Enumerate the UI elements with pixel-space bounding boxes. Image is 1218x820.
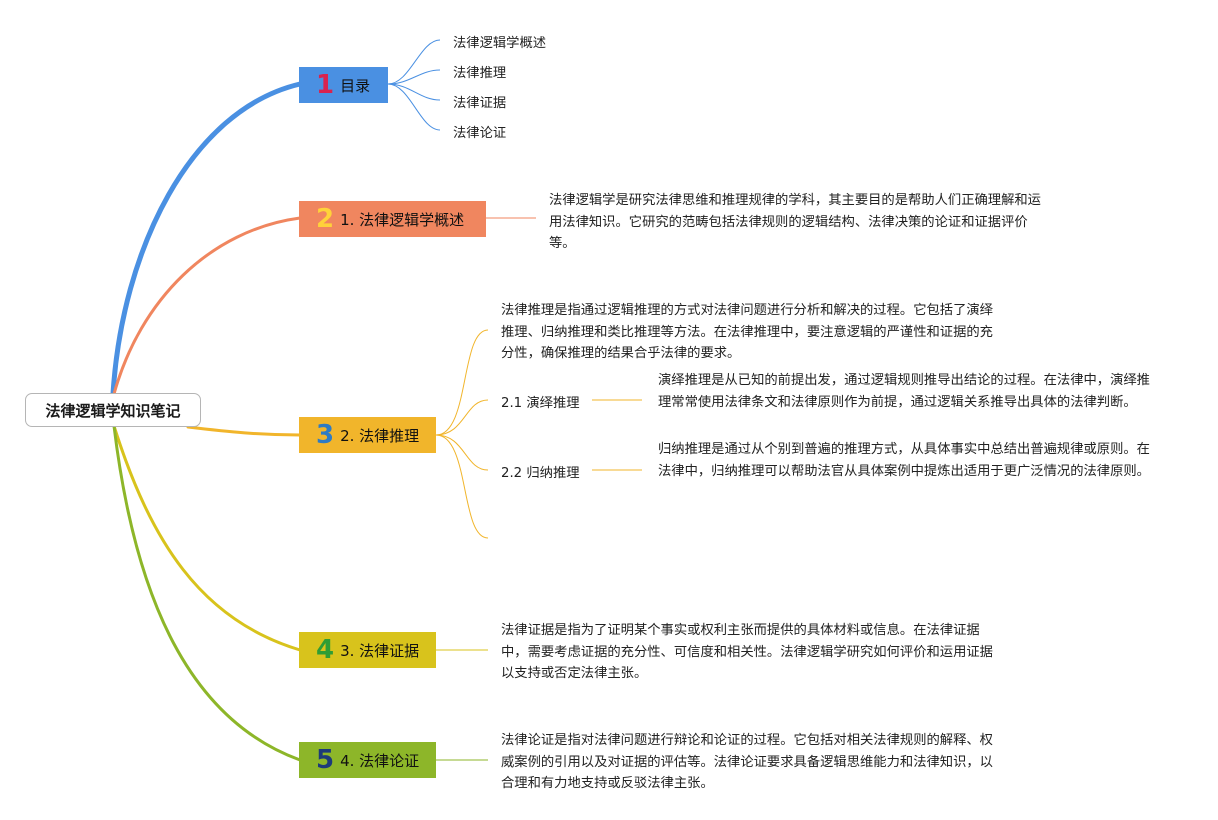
reasoning-note: 法律推理是指通过逻辑推理的方式对法律问题进行分析和解决的过程。它包括了演绎推理、… bbox=[501, 303, 993, 361]
root-topic[interactable]: 法律逻辑学知识笔记 bbox=[25, 393, 201, 427]
branch-toc-label: 目录 bbox=[340, 76, 371, 95]
reasoning-sub-connectors bbox=[435, 329, 642, 539]
toc-item-reasoning[interactable]: 法律推理 bbox=[453, 66, 507, 81]
connector-toc bbox=[110, 81, 303, 397]
branch-argument[interactable]: 5 4. 法律论证 bbox=[299, 742, 436, 778]
inductive-note: 归纳推理是通过从个别到普遍的推理方式，从具体事实中总结出普遍规律或原则。在法律中… bbox=[658, 442, 1150, 479]
branch-evidence-label: 3. 法律证据 bbox=[340, 641, 420, 660]
branch-reasoning-label: 2. 法律推理 bbox=[340, 426, 420, 445]
connector-reasoning bbox=[186, 425, 302, 437]
branch-overview-label: 1. 法律逻辑学概述 bbox=[340, 210, 465, 229]
overview-note: 法律逻辑学是研究法律思维和推理规律的学科，其主要目的是帮助人们正确理解和运用法律… bbox=[549, 193, 1041, 251]
branch-reasoning[interactable]: 3 2. 法律推理 bbox=[299, 417, 436, 453]
evidence-note: 法律证据是指为了证明某个事实或权利主张而提供的具体材料或信息。在法律证据中，需要… bbox=[501, 623, 993, 681]
connector-argument bbox=[112, 424, 302, 762]
toc-item-argument[interactable]: 法律论证 bbox=[453, 126, 507, 141]
number-four-icon: 4 bbox=[316, 635, 335, 665]
connector-evidence bbox=[112, 424, 302, 652]
reasoning-sub-deductive[interactable]: 2.1 演绎推理 bbox=[501, 396, 580, 411]
branch-evidence[interactable]: 4 3. 法律证据 bbox=[299, 632, 436, 668]
number-three-icon: 3 bbox=[316, 420, 335, 450]
reasoning-sub-inductive[interactable]: 2.2 归纳推理 bbox=[501, 466, 580, 481]
number-one-icon: 1 bbox=[316, 70, 335, 100]
toc-item-overview[interactable]: 法律逻辑学概述 bbox=[453, 36, 547, 51]
number-two-icon: 2 bbox=[316, 204, 335, 234]
argument-note: 法律论证是指对法律问题进行辩论和论证的过程。它包括对相关法律规则的解释、权威案例… bbox=[501, 733, 993, 791]
connector-overview bbox=[112, 216, 302, 396]
deductive-note: 演绎推理是从已知的前提出发，通过逻辑规则推导出结论的过程。在法律中，演绎推理常常… bbox=[658, 373, 1150, 410]
toc-item-evidence[interactable]: 法律证据 bbox=[453, 96, 507, 111]
root-title: 法律逻辑学知识笔记 bbox=[45, 401, 181, 420]
toc-sub-connectors bbox=[387, 39, 441, 131]
branch-toc[interactable]: 1 目录 bbox=[299, 67, 388, 103]
branch-overview[interactable]: 2 1. 法律逻辑学概述 bbox=[299, 201, 486, 237]
number-five-icon: 5 bbox=[316, 745, 335, 775]
branch-argument-label: 4. 法律论证 bbox=[340, 751, 420, 770]
